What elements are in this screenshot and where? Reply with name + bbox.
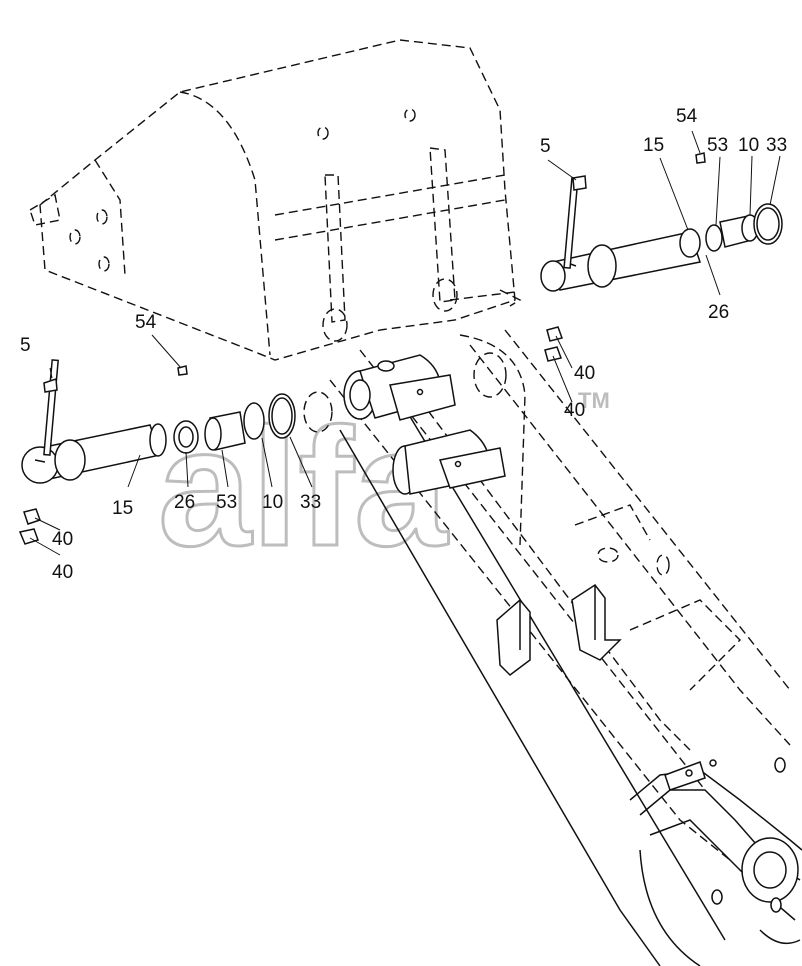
- bucket-outline: [29, 39, 522, 361]
- callout-left-40b: 40: [52, 562, 73, 583]
- callout-left-5: 5: [20, 335, 31, 356]
- callout-left-10: 10: [262, 492, 283, 513]
- callout-right-26: 26: [708, 302, 729, 323]
- callout-left-40a: 40: [52, 529, 73, 550]
- callout-left-33: 33: [300, 492, 321, 513]
- callout-right-54: 54: [676, 106, 698, 127]
- boom: [339, 399, 802, 966]
- callout-right-33: 33: [766, 135, 787, 156]
- stick-arm-outline: [303, 329, 791, 861]
- callout-right-5: 5: [540, 136, 551, 157]
- callout-left-26: 26: [174, 492, 195, 513]
- callout-left-53: 53: [216, 492, 237, 513]
- leader-lines: [29, 130, 781, 556]
- link-bushing-assembly: [343, 354, 506, 495]
- left-pin-assembly: [18, 359, 296, 545]
- right-pin-assembly: [540, 152, 783, 362]
- watermark-trademark: TM: [578, 388, 610, 413]
- callout-labels: 5 54 15 26 53 10 33 40 40 5 54 15 53 10 …: [20, 106, 787, 583]
- callout-right-40a: 40: [574, 363, 595, 384]
- callout-right-10: 10: [738, 135, 759, 156]
- callout-left-54: 54: [135, 312, 157, 333]
- callout-right-15: 15: [643, 135, 664, 156]
- callout-left-15: 15: [112, 498, 133, 519]
- callout-right-53: 53: [707, 135, 728, 156]
- callout-right-40b: 40: [564, 400, 585, 421]
